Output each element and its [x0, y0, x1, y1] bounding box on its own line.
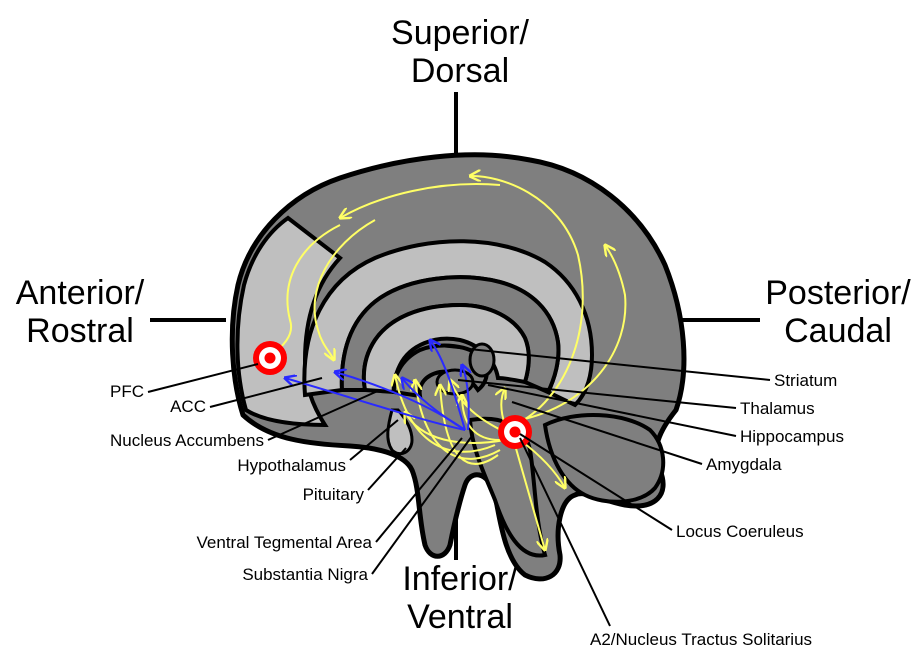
label-a2-nts: A2/Nucleus Tractus Solitarius: [590, 630, 812, 649]
target-icon: [253, 341, 287, 375]
inferior-label-line1: Inferior/: [402, 560, 518, 598]
target-icon: [498, 415, 532, 449]
superior-label-line2: Dorsal: [411, 52, 509, 90]
label-amygdala: Amygdala: [706, 455, 782, 474]
label-pfc: PFC: [110, 382, 144, 401]
label-nucleus-accumbens: Nucleus Accumbens: [110, 431, 264, 450]
label-substantia-nigra: Substantia Nigra: [242, 565, 368, 584]
anterior-label-line1: Anterior/: [16, 274, 145, 312]
inferior-label-line2: Ventral: [407, 598, 513, 636]
posterior-label-line2: Caudal: [784, 312, 892, 350]
label-pituitary: Pituitary: [303, 485, 365, 504]
label-locus-coeruleus: Locus Coeruleus: [676, 522, 804, 541]
label-hippocampus: Hippocampus: [740, 427, 844, 446]
label-vta: Ventral Tegmental Area: [197, 533, 373, 552]
label-hypothalamus: Hypothalamus: [237, 456, 346, 475]
label-striatum: Striatum: [774, 371, 837, 390]
posterior-label-line1: Posterior/: [765, 274, 911, 312]
anterior-label-line2: Rostral: [26, 312, 134, 350]
label-acc: ACC: [170, 397, 206, 416]
label-thalamus: Thalamus: [740, 399, 815, 418]
superior-label-line1: Superior/: [391, 14, 530, 52]
